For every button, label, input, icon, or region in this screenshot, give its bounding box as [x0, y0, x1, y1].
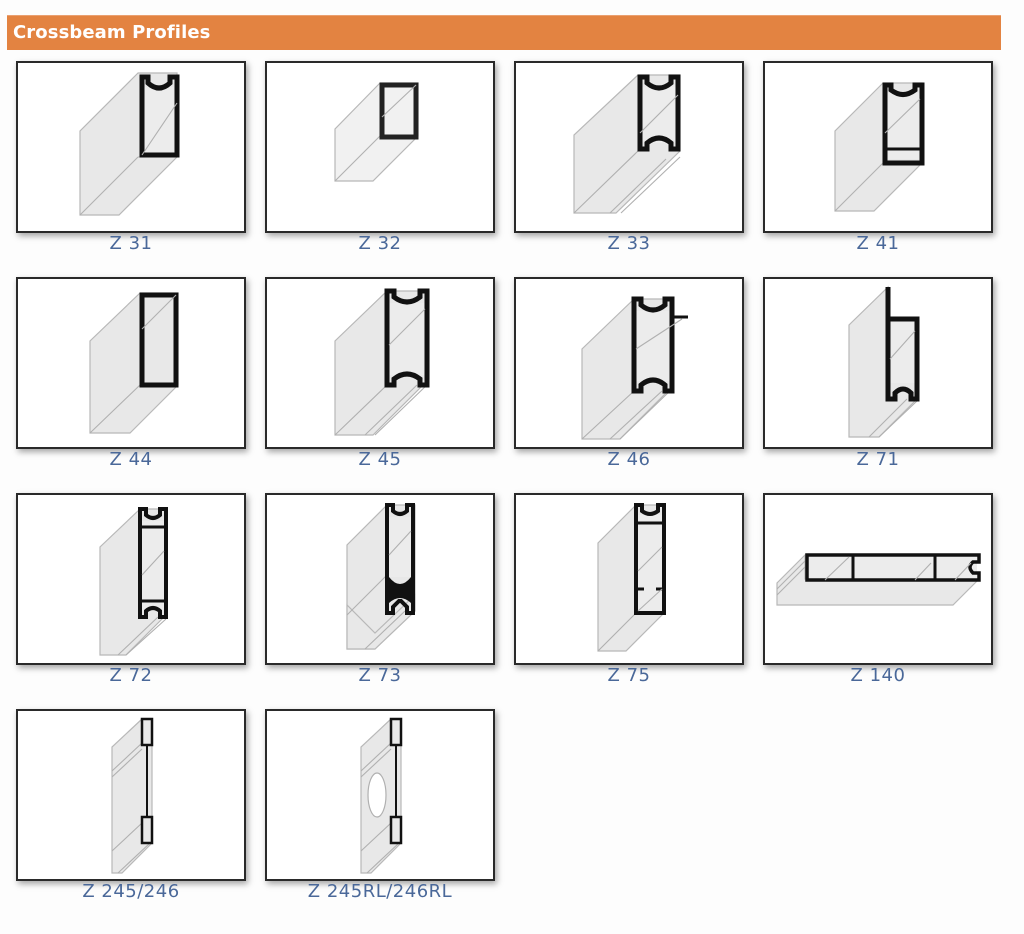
profile-image-z31[interactable]	[16, 61, 246, 233]
profile-label[interactable]: Z 73	[358, 665, 402, 686]
profile-label[interactable]: Z 245RL/246RL	[307, 881, 453, 902]
profile-image-z33[interactable]	[514, 61, 744, 233]
profile-card-z245rl-246rl[interactable]: Z 245RL/246RL	[265, 709, 495, 925]
profile-drawing-icon	[581, 296, 688, 440]
profile-card-z140[interactable]: Z 140	[763, 493, 993, 709]
profile-card-z71[interactable]: Z 71	[763, 277, 993, 493]
profile-card-z72[interactable]: Z 72	[16, 493, 246, 709]
profile-image-z45[interactable]	[265, 277, 495, 449]
profile-image-z72[interactable]	[16, 493, 246, 665]
profile-label[interactable]: Z 140	[850, 665, 906, 686]
profile-image-z46[interactable]	[514, 277, 744, 449]
profile-label[interactable]: Z 44	[109, 449, 153, 470]
section-title: Crossbeam Profiles	[13, 22, 211, 43]
profile-drawing-icon	[334, 288, 430, 436]
profile-card-z33[interactable]: Z 33	[514, 61, 744, 277]
profile-drawing-icon	[360, 717, 403, 874]
profile-label[interactable]: Z 71	[856, 449, 900, 470]
profile-drawing-icon	[573, 74, 681, 214]
profile-label[interactable]: Z 45	[358, 449, 402, 470]
profile-image-z245-246[interactable]	[16, 709, 246, 881]
profile-card-z41[interactable]: Z 41	[763, 61, 993, 277]
profile-image-z245rl-246rl[interactable]	[265, 709, 495, 881]
profile-label[interactable]: Z 31	[109, 233, 153, 254]
profile-label[interactable]: Z 41	[856, 233, 900, 254]
profile-card-z32[interactable]: Z 32	[265, 61, 495, 277]
profile-image-z140[interactable]	[763, 493, 993, 665]
profile-label[interactable]: Z 245/246	[82, 881, 180, 902]
profile-drawing-icon	[79, 72, 180, 216]
profile-label[interactable]: Z 33	[607, 233, 651, 254]
profile-drawing-icon	[597, 503, 666, 652]
profile-image-z44[interactable]	[16, 277, 246, 449]
profile-image-z73[interactable]	[265, 493, 495, 665]
profile-drawing-icon	[848, 285, 920, 438]
profile-card-z45[interactable]: Z 45	[265, 277, 495, 493]
profile-drawing-icon	[776, 553, 981, 606]
profile-drawing-icon	[346, 503, 416, 650]
profile-image-z71[interactable]	[763, 277, 993, 449]
profile-label[interactable]: Z 46	[607, 449, 651, 470]
profile-drawing-icon	[334, 82, 419, 182]
section-header: Crossbeam Profiles	[7, 15, 1001, 50]
profile-label[interactable]: Z 32	[358, 233, 402, 254]
profile-label[interactable]: Z 72	[109, 665, 153, 686]
profile-image-z41[interactable]	[763, 61, 993, 233]
profile-drawing-icon	[89, 292, 179, 434]
profile-card-z245-246[interactable]: Z 245/246	[16, 709, 246, 925]
profile-drawing-icon	[834, 82, 925, 212]
profile-card-z75[interactable]: Z 75	[514, 493, 744, 709]
profile-label[interactable]: Z 75	[607, 665, 651, 686]
profile-image-z32[interactable]	[265, 61, 495, 233]
profile-drawing-icon	[99, 507, 168, 656]
profile-card-z46[interactable]: Z 46	[514, 277, 744, 493]
profile-image-z75[interactable]	[514, 493, 744, 665]
profile-card-z73[interactable]: Z 73	[265, 493, 495, 709]
profile-card-z44[interactable]: Z 44	[16, 277, 246, 493]
profile-card-z31[interactable]: Z 31	[16, 61, 246, 277]
profile-drawing-icon	[111, 717, 154, 874]
